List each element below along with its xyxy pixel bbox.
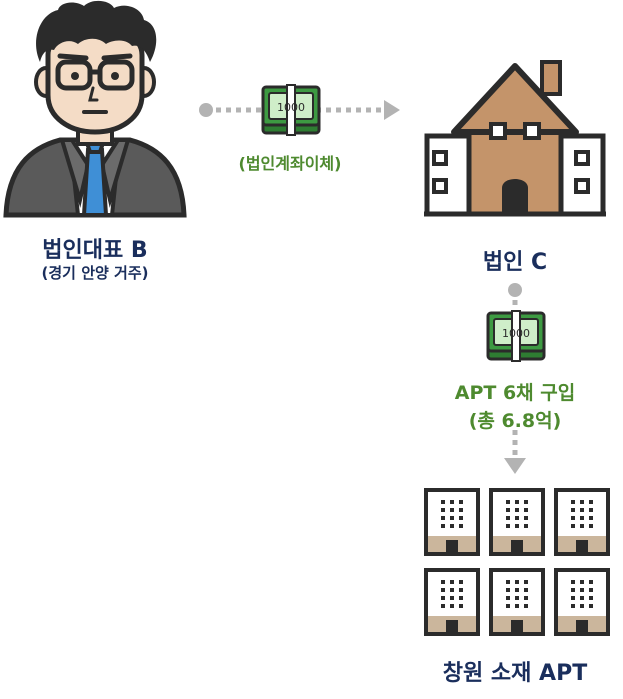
transfer-label: (법인계좌이체) (238, 154, 342, 173)
purchase-line1: APT 6채 구입 (454, 382, 576, 404)
person-name: 법인대표 B (42, 238, 148, 263)
apartment-icon (554, 568, 610, 636)
apartment-grid (424, 488, 610, 636)
banknote-value: 1000 (277, 101, 305, 114)
purchase-line2: (총 6.8억) (468, 410, 562, 432)
apartment-icon (489, 568, 545, 636)
house-icon (424, 58, 606, 218)
apartments-label: 창원 소재 APT (442, 661, 588, 686)
person-residence: (경기 안양 거주) (41, 264, 149, 282)
apartment-icon (424, 488, 480, 556)
person-icon (0, 0, 190, 218)
apartment-icon (424, 568, 480, 636)
banknote-value: 1000 (502, 327, 530, 340)
banknote-icon: 1000 (261, 84, 321, 136)
apartment-icon (554, 488, 610, 556)
company-name: 법인 C (482, 250, 548, 275)
apartment-icon (489, 488, 545, 556)
purchase-connector (500, 280, 530, 476)
banknote-icon: 1000 (486, 310, 546, 362)
